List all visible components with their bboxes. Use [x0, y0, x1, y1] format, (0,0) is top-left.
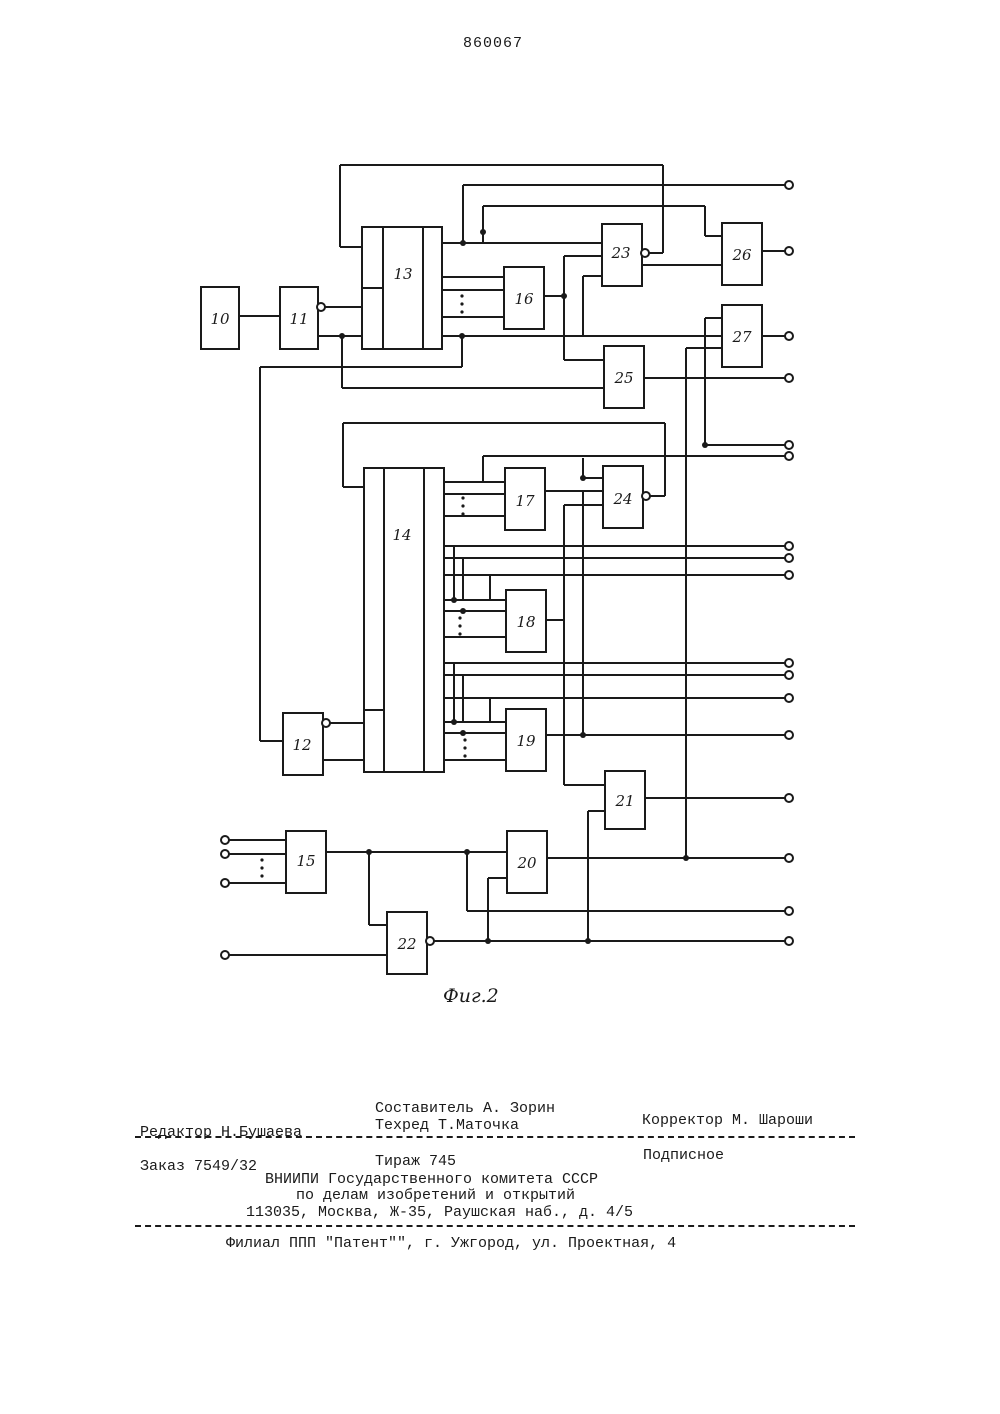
label-20: 20: [516, 854, 537, 872]
label-13: 13: [393, 265, 412, 283]
label-17: 17: [515, 492, 535, 510]
org-line-2: по делам изобретений и открытий: [296, 1187, 575, 1205]
label-23: 23: [610, 244, 630, 262]
label-18: 18: [516, 613, 535, 631]
label-11: 11: [289, 310, 308, 328]
label-26: 26: [731, 246, 752, 264]
label-21: 21: [614, 792, 634, 810]
figure-caption: Фиг.2: [443, 985, 499, 1007]
label-27: 27: [731, 328, 752, 346]
circulation-line: Тираж 745: [375, 1153, 456, 1171]
compiler-line: Составитель А. Зорин: [375, 1100, 555, 1118]
divider-top: [135, 1136, 855, 1138]
label-14: 14: [392, 526, 411, 544]
inversion-bubbles: [317, 249, 650, 945]
label-16: 16: [514, 290, 534, 308]
label-15: 15: [296, 852, 315, 870]
branch-line: Филиал ППП "Патент"", г. Ужгород, ул. Пр…: [226, 1235, 676, 1253]
editor-line: Редактор Н.Бушаева: [140, 1124, 302, 1142]
techred-line: Техред Т.Маточка: [375, 1117, 519, 1135]
divider-bottom: [135, 1225, 855, 1227]
subscription-line: Подписное: [643, 1147, 724, 1165]
label-19: 19: [516, 732, 536, 750]
org-address: 113035, Москва, Ж-35, Раушская наб., д. …: [246, 1204, 633, 1222]
block-diagram: 10 11 12 13 14 15 16 17 18 19 20 21 22 2…: [0, 0, 1000, 1000]
label-12: 12: [292, 736, 311, 754]
label-25: 25: [613, 369, 633, 387]
order-line: Заказ 7549/32: [140, 1158, 257, 1176]
corrector-line: Корректор М. Шароши: [642, 1112, 813, 1130]
label-24: 24: [612, 490, 632, 508]
label-22: 22: [396, 935, 416, 953]
label-10: 10: [210, 310, 230, 328]
block-14: [364, 468, 444, 772]
